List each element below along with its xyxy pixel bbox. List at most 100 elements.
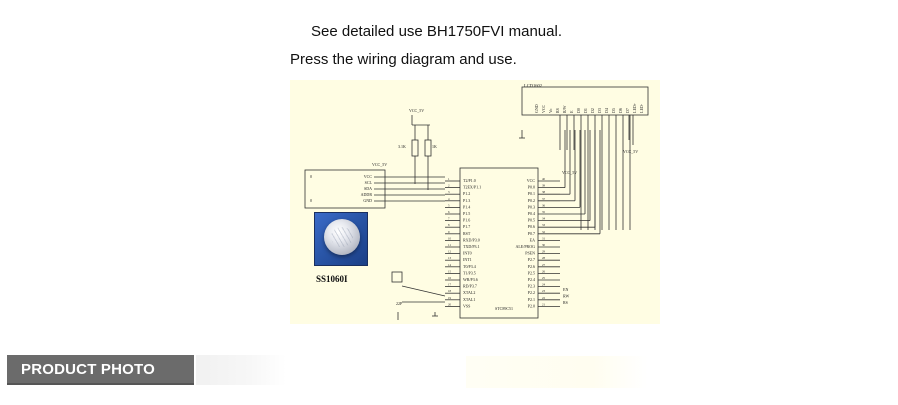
product-photo-header: PRODUCT PHOTO xyxy=(7,355,194,385)
mcu-right-pin-number: 25 xyxy=(542,276,546,280)
resistor-label: 3.1K xyxy=(398,144,406,149)
mcu-right-pin-number: 29 xyxy=(542,250,546,254)
mcu-left-pin-number: 2 xyxy=(448,184,450,188)
mcu-right-pin-label: P2.3 xyxy=(528,284,535,289)
mcu-left-pin-number: 7 xyxy=(448,217,450,221)
mcu-left-pin-number: 11 xyxy=(448,243,451,247)
mcu-right-pin-number: 32 xyxy=(542,230,546,234)
mcu-right-pin-label: P2.1 xyxy=(528,297,535,302)
mcu-right-pin-label: P2.2 xyxy=(528,290,535,295)
lcd-pin-label: E xyxy=(569,110,574,113)
mcu-left-pin-label: P1.4 xyxy=(463,204,470,209)
mcu-left-pin-label: RXD/P3.0 xyxy=(463,237,480,242)
mcu-left-pin-label: WR/P3.6 xyxy=(463,277,478,282)
mcu-name: STC89C51 xyxy=(495,306,513,311)
mcu-right-pin-number: 31 xyxy=(542,236,546,240)
mcu-left-pin-label: T2/P1.0 xyxy=(463,178,476,183)
mcu-right-pin-number: 39 xyxy=(542,184,546,188)
crystal-wire xyxy=(401,285,446,297)
mcu-left-pin-label: TXD/P3.1 xyxy=(463,244,480,249)
mcu-right-pin-label: P2.5 xyxy=(528,270,535,275)
sensor-pin-label: ADDR xyxy=(361,192,373,197)
mcu-left-pin-number: 5 xyxy=(448,203,450,207)
sensor-pin-label: SCL xyxy=(365,180,373,185)
mcu-right-pin-number: 21 xyxy=(542,302,546,306)
sensor-module-name: SS1060I xyxy=(316,274,348,284)
mcu-left-pin-label: VSS xyxy=(463,303,470,308)
mcu-right-pin-number: 23 xyxy=(542,289,546,293)
mcu-left-pin-number: 8 xyxy=(448,223,450,227)
header-fade xyxy=(196,355,286,385)
mcu-left-pin-number: 19 xyxy=(448,296,452,300)
sensor-side-label: 0 xyxy=(310,198,312,203)
wiring-note: Press the wiring diagram and use. xyxy=(290,51,517,68)
mcu-right-pin-number: 34 xyxy=(542,217,546,221)
mcu-left-pin-label: P1.2 xyxy=(463,191,470,196)
resistor-1 xyxy=(411,139,419,157)
sensor-board xyxy=(304,169,386,209)
mcu-left-pin-number: 1 xyxy=(448,177,450,181)
mcu-right-pin-label: P0.1 xyxy=(528,191,535,196)
control-label: RS xyxy=(563,300,568,305)
mcu-right-pin-label: P2.0 xyxy=(528,303,535,308)
manual-note: See detailed use BH1750FVI manual. xyxy=(311,23,562,40)
mcu-right-pin-label: P0.7 xyxy=(528,231,535,236)
mcu-right-pin-label: PSEN xyxy=(525,251,535,256)
mcu-left-pin-label: INT0 xyxy=(463,251,472,256)
mcu-left-pin-number: 10 xyxy=(448,236,452,240)
mcu-left-pin-label: RD/P3.7 xyxy=(463,284,477,289)
mcu-left-pin-number: 16 xyxy=(448,276,452,280)
lcd-pin-label: D3 xyxy=(597,108,602,113)
mcu-left-pin-label: XTAL1 xyxy=(463,297,475,302)
mcu-left-pin-label: RST xyxy=(463,231,471,236)
mcu-left-pin-label: P1.5 xyxy=(463,211,470,216)
resistor-2 xyxy=(424,139,432,157)
mcu-left-pin-label: T2EX/P1.1 xyxy=(463,185,481,190)
lcd-pin-label: LED- xyxy=(639,103,644,113)
mcu-left-pin-number: 9 xyxy=(448,230,450,234)
mcu-right-pin-label: P0.6 xyxy=(528,224,535,229)
lcd-pin-label: D0 xyxy=(576,108,581,113)
product-photo-label: PRODUCT PHOTO xyxy=(21,361,155,378)
mcu-left-pin-number: 4 xyxy=(448,197,450,201)
mcu-right-pin-number: 28 xyxy=(542,256,546,260)
lcd-pin-label: GND xyxy=(534,104,539,113)
mcu-right-pin-number: 36 xyxy=(542,203,546,207)
lcd-pin-label: R/W xyxy=(562,105,567,113)
mcu-left-pin-label: T1/P3.5 xyxy=(463,270,476,275)
mcu-left-pin-label: P1.3 xyxy=(463,198,470,203)
faded-image-placeholder xyxy=(466,356,648,388)
lcd-pin-label: RS xyxy=(555,108,560,113)
mcu-left-pin-label: XTAL2 xyxy=(463,290,475,295)
mcu-right-pin-number: 35 xyxy=(542,210,546,214)
sensor-pin-label: GND xyxy=(363,198,372,203)
mcu-body xyxy=(459,167,539,319)
mcu-left-pin-label: P1.7 xyxy=(463,224,470,229)
mcu-left-pin-number: 3 xyxy=(448,190,450,194)
lcd-pin-label: LED+ xyxy=(632,102,637,113)
mcu-left-pin-label: INT1 xyxy=(463,257,472,262)
control-label: EN xyxy=(563,287,568,292)
mcu-right-pin-label: P2.6 xyxy=(528,264,535,269)
mcu-left-pin-number: 17 xyxy=(448,283,452,287)
mcu-right-pin-label: P0.0 xyxy=(528,185,535,190)
crystal-capacitor xyxy=(391,271,403,283)
control-label: RW xyxy=(563,294,569,299)
sensor-pin-label: VCC xyxy=(364,174,373,179)
mcu-right-pin-number: 22 xyxy=(542,296,546,300)
mcu-left-pin-number: 15 xyxy=(448,269,452,273)
lcd-pin-label: D2 xyxy=(590,108,595,113)
lcd-pin-label: D5 xyxy=(611,108,616,113)
vcc-label-resistor: VCC_5V xyxy=(409,108,424,113)
lcd-pin-label: D6 xyxy=(618,108,623,113)
mcu-right-pin-label: P2.7 xyxy=(528,257,535,262)
sensor-module-image xyxy=(314,212,368,266)
mcu-left-pin-number: 13 xyxy=(448,256,452,260)
mcu-left-pin-label: P1.6 xyxy=(463,218,470,223)
mcu-left-pin-number: 12 xyxy=(448,250,452,254)
mcu-right-pin-label: EA xyxy=(530,237,535,242)
mcu-right-pin-label: VCC xyxy=(527,178,536,183)
mcu-right-pin-number: 33 xyxy=(542,223,546,227)
lcd-pin-label: VCC xyxy=(541,104,546,113)
